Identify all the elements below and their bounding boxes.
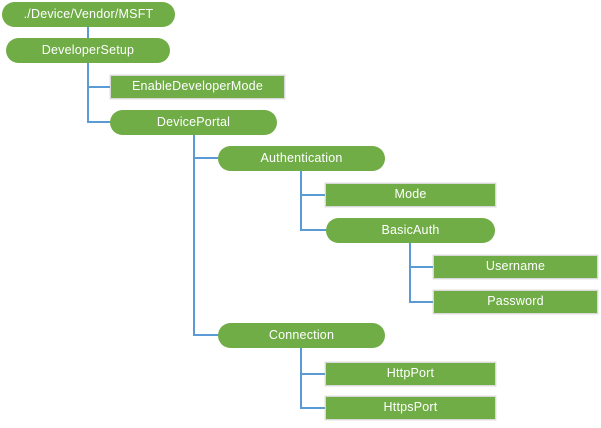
- node-label-connection: Connection: [268, 327, 335, 342]
- node-basicauth[interactable]: BasicAuth: [326, 218, 495, 243]
- node-root[interactable]: ./Device/Vendor/MSFT: [2, 2, 175, 27]
- connector-basicauth-to-username: [409, 243, 433, 268]
- node-label-authentication: Authentication: [260, 150, 343, 165]
- node-connection[interactable]: Connection: [218, 323, 385, 348]
- node-label-deviceportal: DevicePortal: [156, 114, 231, 129]
- node-httpsport[interactable]: HttpsPort: [325, 396, 496, 420]
- connector-connection-to-httpport: [300, 348, 325, 375]
- node-developersetup[interactable]: DeveloperSetup: [6, 38, 170, 63]
- node-password[interactable]: Password: [433, 290, 598, 314]
- connector-developersetup-to-enabledevelopermode: [87, 63, 110, 88]
- connector-connection-to-httpsport: [300, 348, 325, 409]
- node-label-password: Password: [487, 294, 544, 309]
- node-label-root: ./Device/Vendor/MSFT: [23, 6, 154, 21]
- node-label-developersetup: DeveloperSetup: [41, 42, 135, 57]
- node-enabledevelopermode[interactable]: EnableDeveloperMode: [110, 75, 285, 99]
- connector-authentication-to-mode: [300, 171, 325, 196]
- node-label-basicauth: BasicAuth: [381, 222, 440, 237]
- node-httpport[interactable]: HttpPort: [325, 362, 496, 386]
- node-label-httpsport: HttpsPort: [383, 400, 438, 415]
- node-username[interactable]: Username: [433, 255, 598, 279]
- node-mode[interactable]: Mode: [325, 183, 496, 207]
- connector-basicauth-to-password: [409, 243, 433, 303]
- node-deviceportal[interactable]: DevicePortal: [110, 110, 277, 135]
- node-label-mode: Mode: [394, 187, 427, 202]
- node-label-enabledevelopermode: EnableDeveloperMode: [132, 79, 263, 94]
- node-authentication[interactable]: Authentication: [218, 146, 385, 171]
- node-label-username: Username: [485, 259, 546, 274]
- node-label-httpport: HttpPort: [386, 366, 435, 381]
